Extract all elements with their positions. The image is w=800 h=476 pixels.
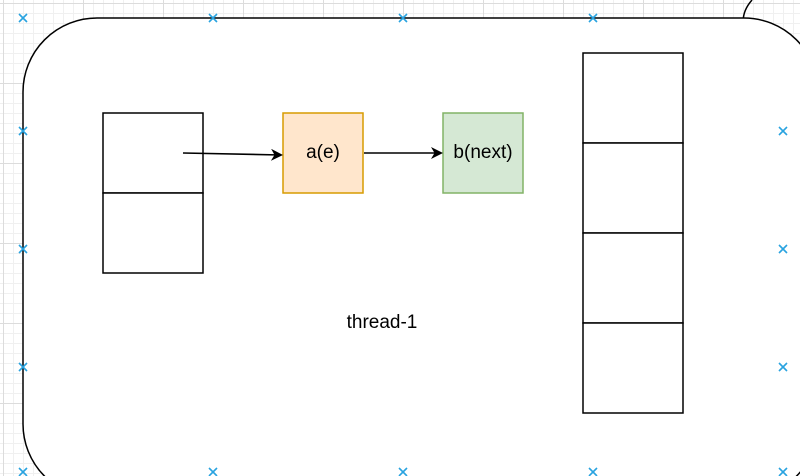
right-stack-cell[interactable] (582, 142, 684, 234)
right-stack[interactable] (582, 52, 684, 414)
right-stack-cell[interactable] (582, 232, 684, 324)
right-stack-cell[interactable] (582, 52, 684, 144)
resize-handle[interactable] (398, 13, 408, 23)
resize-handle[interactable] (588, 13, 598, 23)
resize-handle[interactable] (18, 362, 28, 372)
right-stack-cell[interactable] (582, 322, 684, 414)
left-stack-cell[interactable] (102, 192, 204, 274)
resize-handle[interactable] (208, 467, 218, 476)
resize-handle[interactable] (398, 467, 408, 476)
resize-handle[interactable] (18, 244, 28, 254)
resize-handle[interactable] (588, 467, 598, 476)
resize-handle[interactable] (18, 467, 28, 476)
node-a[interactable] (282, 112, 364, 194)
resize-handle[interactable] (18, 126, 28, 136)
resize-handle[interactable] (778, 126, 788, 136)
resize-handle[interactable] (778, 244, 788, 254)
resize-handle[interactable] (778, 362, 788, 372)
node-b[interactable] (442, 112, 524, 194)
left-stack[interactable] (102, 112, 204, 274)
resize-handle[interactable] (208, 13, 218, 23)
selection-handles[interactable] (18, 13, 788, 476)
edge-stack-to-a[interactable] (182, 148, 283, 161)
resize-handle[interactable] (18, 13, 28, 23)
resize-handle[interactable] (778, 467, 788, 476)
